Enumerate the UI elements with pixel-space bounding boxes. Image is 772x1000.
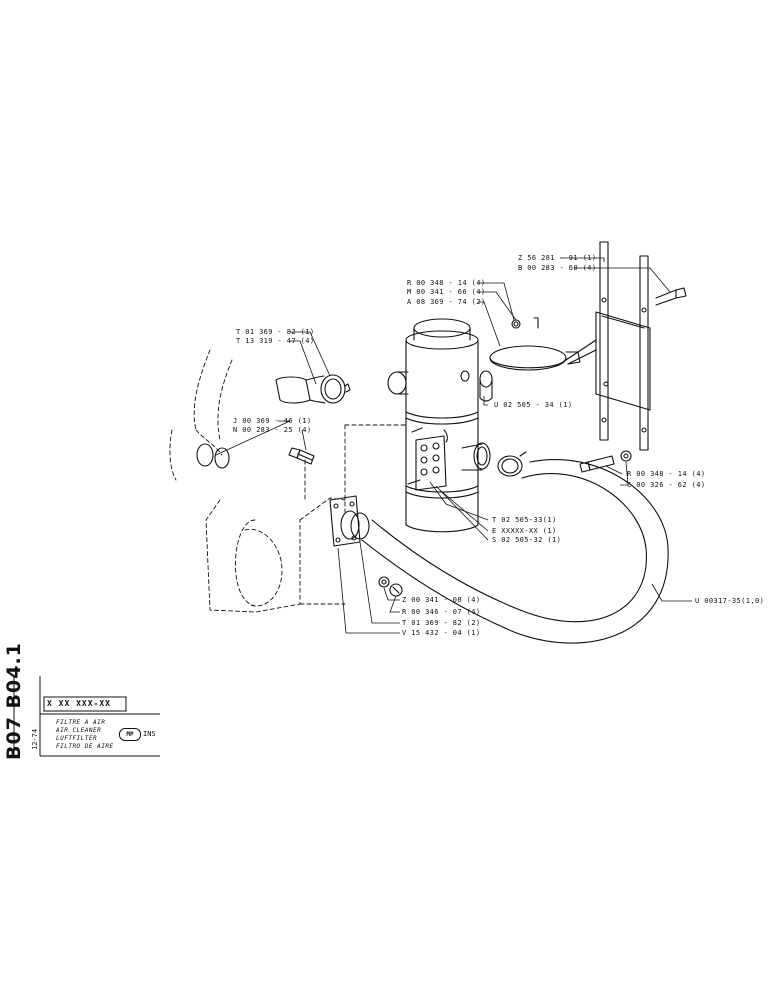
mp-badge: MP bbox=[119, 728, 141, 741]
title-block-frame bbox=[13, 676, 160, 757]
engine-outline bbox=[169, 349, 406, 613]
description-de: LUFTFILTER bbox=[56, 735, 98, 742]
callout-u02505-34: U 02 505 - 34 (1) bbox=[494, 401, 573, 409]
callout-t13319-47: T 13 319 - 47 (4) bbox=[236, 337, 315, 345]
mounting-band bbox=[479, 317, 597, 402]
callout-r00346-07: R 00 346 - 07 (4) bbox=[402, 608, 481, 616]
sheet-date: 12-74 bbox=[31, 728, 39, 750]
callout-r00348-14-top: R 00 348 - 14 (4) bbox=[407, 279, 486, 287]
description-es: FILTRO DE AIRE bbox=[56, 743, 114, 750]
right-hose-clamp bbox=[497, 451, 527, 477]
callout-b00283-60: B 00 283 - 60 (4) bbox=[518, 264, 597, 272]
callout-n00283-25: N 00 283 - 25 (4) bbox=[233, 426, 312, 434]
callout-r00348-14-right: R 00 348 - 14 (4) bbox=[627, 470, 706, 478]
callout-u00317-35: U 00317-35(1,0) bbox=[695, 597, 765, 605]
left-clamp-and-bolt bbox=[196, 443, 315, 469]
description-fr: FILTRE A AIR bbox=[56, 719, 106, 726]
callout-t01369-82-top: T 01 369 - 82 (1) bbox=[236, 328, 315, 336]
upper-left-hose-coupling bbox=[275, 374, 351, 404]
description-en: AIR CLEANER bbox=[56, 727, 102, 734]
callout-t01369-82-bottom: T 01 369 - 82 (2) bbox=[402, 619, 481, 627]
callout-z00341-08: Z 00 341 - 08 (4) bbox=[402, 596, 481, 604]
flexible-hose bbox=[361, 459, 669, 644]
callout-v15432-04: V 15 432 - 04 (1) bbox=[402, 629, 481, 637]
callout-e-xxxxx-xx: E XXXXX-XX (1) bbox=[492, 527, 557, 535]
callout-s02505-32: S 02 505-32 (1) bbox=[492, 536, 562, 544]
sheet-code: B07 B04.1 bbox=[3, 642, 25, 760]
mounting-plate bbox=[595, 241, 687, 451]
callout-t02505-33: T 02 505-33(1) bbox=[492, 516, 557, 524]
callout-j00369-46: J 00 369 - 46 (1) bbox=[233, 417, 312, 425]
callout-z56281-91: Z 56 281 - 91 (1) bbox=[518, 254, 597, 262]
leader-lines bbox=[215, 257, 692, 634]
ins-label: INS bbox=[143, 730, 156, 738]
callout-a08369-74: A 08 369 - 74 (2) bbox=[407, 298, 486, 306]
right-bolt-and-washer bbox=[579, 450, 632, 473]
callout-m00341-66: M 00 341 - 66 (4) bbox=[407, 288, 486, 296]
part-number: X XX XXX-XX bbox=[47, 699, 111, 708]
callout-c00326-62: C 00 326 - 62 (4) bbox=[627, 481, 706, 489]
